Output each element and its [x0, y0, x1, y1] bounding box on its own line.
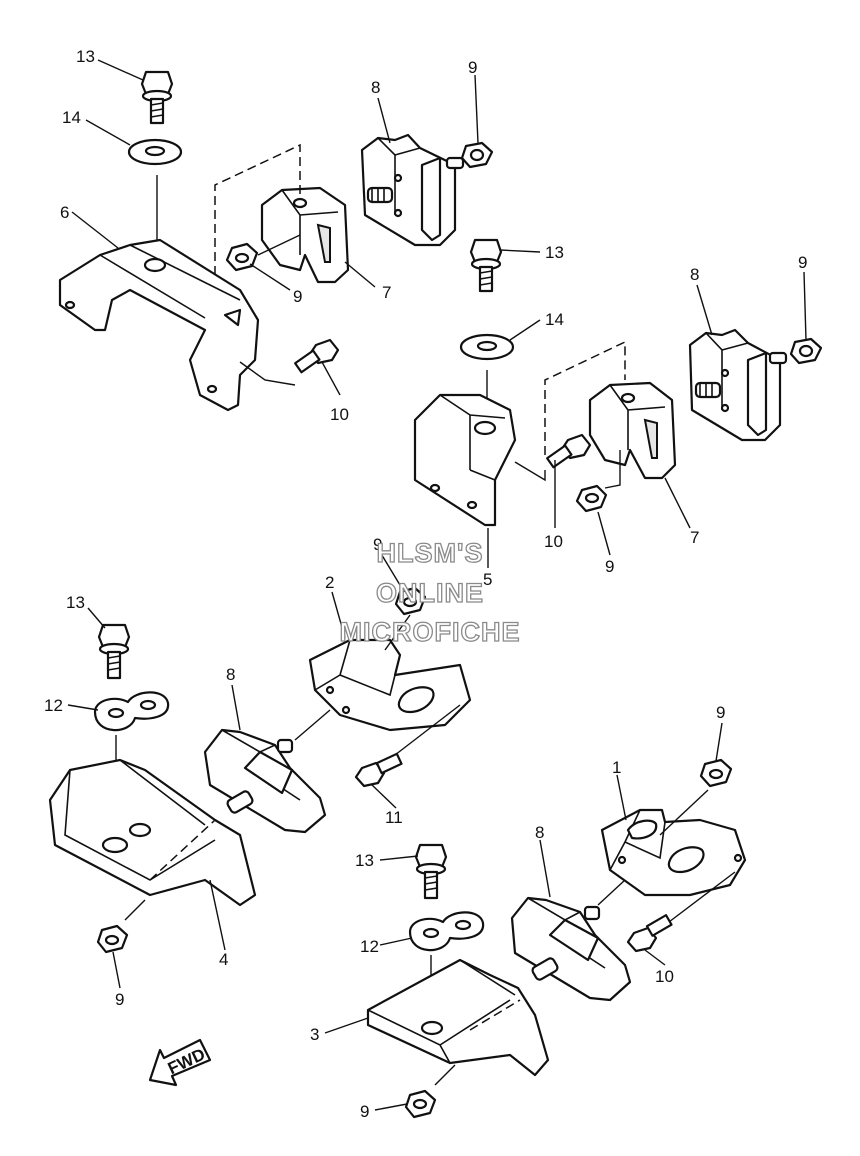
callout-8: 8: [535, 823, 544, 842]
callout-10: 10: [544, 532, 563, 551]
callout-11: 11: [385, 808, 403, 827]
mount-8-bottom-right: [510, 896, 632, 1002]
nut-9-bottom-left: [96, 924, 129, 954]
bolt-13-bottom-right: [414, 843, 448, 900]
assembly-top-left: [58, 70, 494, 412]
callout-8: 8: [690, 265, 699, 284]
callout-7: 7: [690, 528, 699, 547]
callout-13: 13: [66, 593, 85, 612]
callout-6: 6: [60, 203, 69, 222]
callout-8: 8: [226, 665, 235, 684]
callout-13: 13: [355, 851, 374, 870]
assembly-top-right: [413, 238, 823, 527]
callout-labels: 13 14 6 8 9 9 7 10 13 14 8 9 10 9 7 5 9 …: [44, 47, 807, 1121]
watermark-line-3: MICROFICHE: [339, 616, 521, 647]
assembly-bottom-left: [48, 586, 472, 954]
callout-7: 7: [382, 283, 391, 302]
callout-14: 14: [62, 108, 81, 127]
callout-9: 9: [360, 1102, 369, 1121]
callout-9: 9: [293, 287, 302, 306]
callout-1: 1: [612, 758, 621, 777]
bolt-13-top-right: [469, 238, 503, 293]
nut-9-bottom-center: [394, 586, 427, 616]
callout-10: 10: [655, 967, 674, 986]
bolt-10-top-right: [546, 433, 592, 469]
washer-14-top-left: [127, 138, 183, 166]
callout-9: 9: [373, 535, 382, 554]
bolt-13-top-left: [140, 70, 174, 125]
callout-13: 13: [76, 47, 95, 66]
callout-9: 9: [716, 703, 725, 722]
bracket-3: [366, 958, 550, 1077]
callout-13: 13: [545, 243, 564, 262]
callout-3: 3: [310, 1025, 319, 1044]
bracket-5: [413, 393, 517, 527]
callout-9: 9: [115, 990, 124, 1009]
watermark-line-1: HLSM'S: [376, 537, 484, 568]
callout-9: 9: [468, 58, 477, 77]
callout-14: 14: [545, 310, 564, 329]
callout-9: 9: [798, 253, 807, 272]
nut-9-top-right-upper: [789, 337, 823, 365]
callout-9: 9: [605, 557, 614, 576]
bolt-13-bottom-left: [97, 623, 131, 680]
assembly-bottom-right: [366, 758, 747, 1119]
mount-8-bottom-left: [203, 728, 327, 834]
callout-12: 12: [44, 696, 63, 715]
washer-12-bottom-left: [93, 691, 170, 732]
callout-4: 4: [219, 950, 228, 969]
bracket-7-top-right: [588, 381, 677, 480]
nut-9-top-left-upper: [460, 141, 494, 169]
mount-8-top-right: [688, 328, 788, 442]
bolt-10-bottom-right: [626, 914, 673, 953]
bolt-10-top-left: [294, 338, 340, 374]
fwd-arrow-icon: FWD: [148, 1038, 212, 1087]
mount-8-top-left: [360, 133, 465, 247]
bolt-11: [354, 752, 403, 788]
bracket-1: [600, 808, 747, 897]
bracket-2: [308, 638, 472, 732]
bracket-4: [48, 758, 257, 907]
callout-leaders: [67, 59, 807, 1111]
callout-2: 2: [325, 573, 334, 592]
washer-14-top-right: [459, 333, 515, 361]
bracket-7-top-left: [260, 186, 350, 284]
callout-10: 10: [330, 405, 349, 424]
washer-12-bottom-right: [408, 911, 485, 952]
bracket-6: [58, 238, 260, 412]
watermark-line-2: ONLINE: [375, 577, 484, 608]
nut-9-top-right-lower: [575, 484, 608, 513]
callout-8: 8: [371, 78, 380, 97]
callout-12: 12: [360, 937, 379, 956]
nut-9-bottom-right-lower: [404, 1089, 437, 1119]
callout-5: 5: [483, 570, 492, 589]
nut-9-bottom-right-upper: [699, 758, 733, 788]
